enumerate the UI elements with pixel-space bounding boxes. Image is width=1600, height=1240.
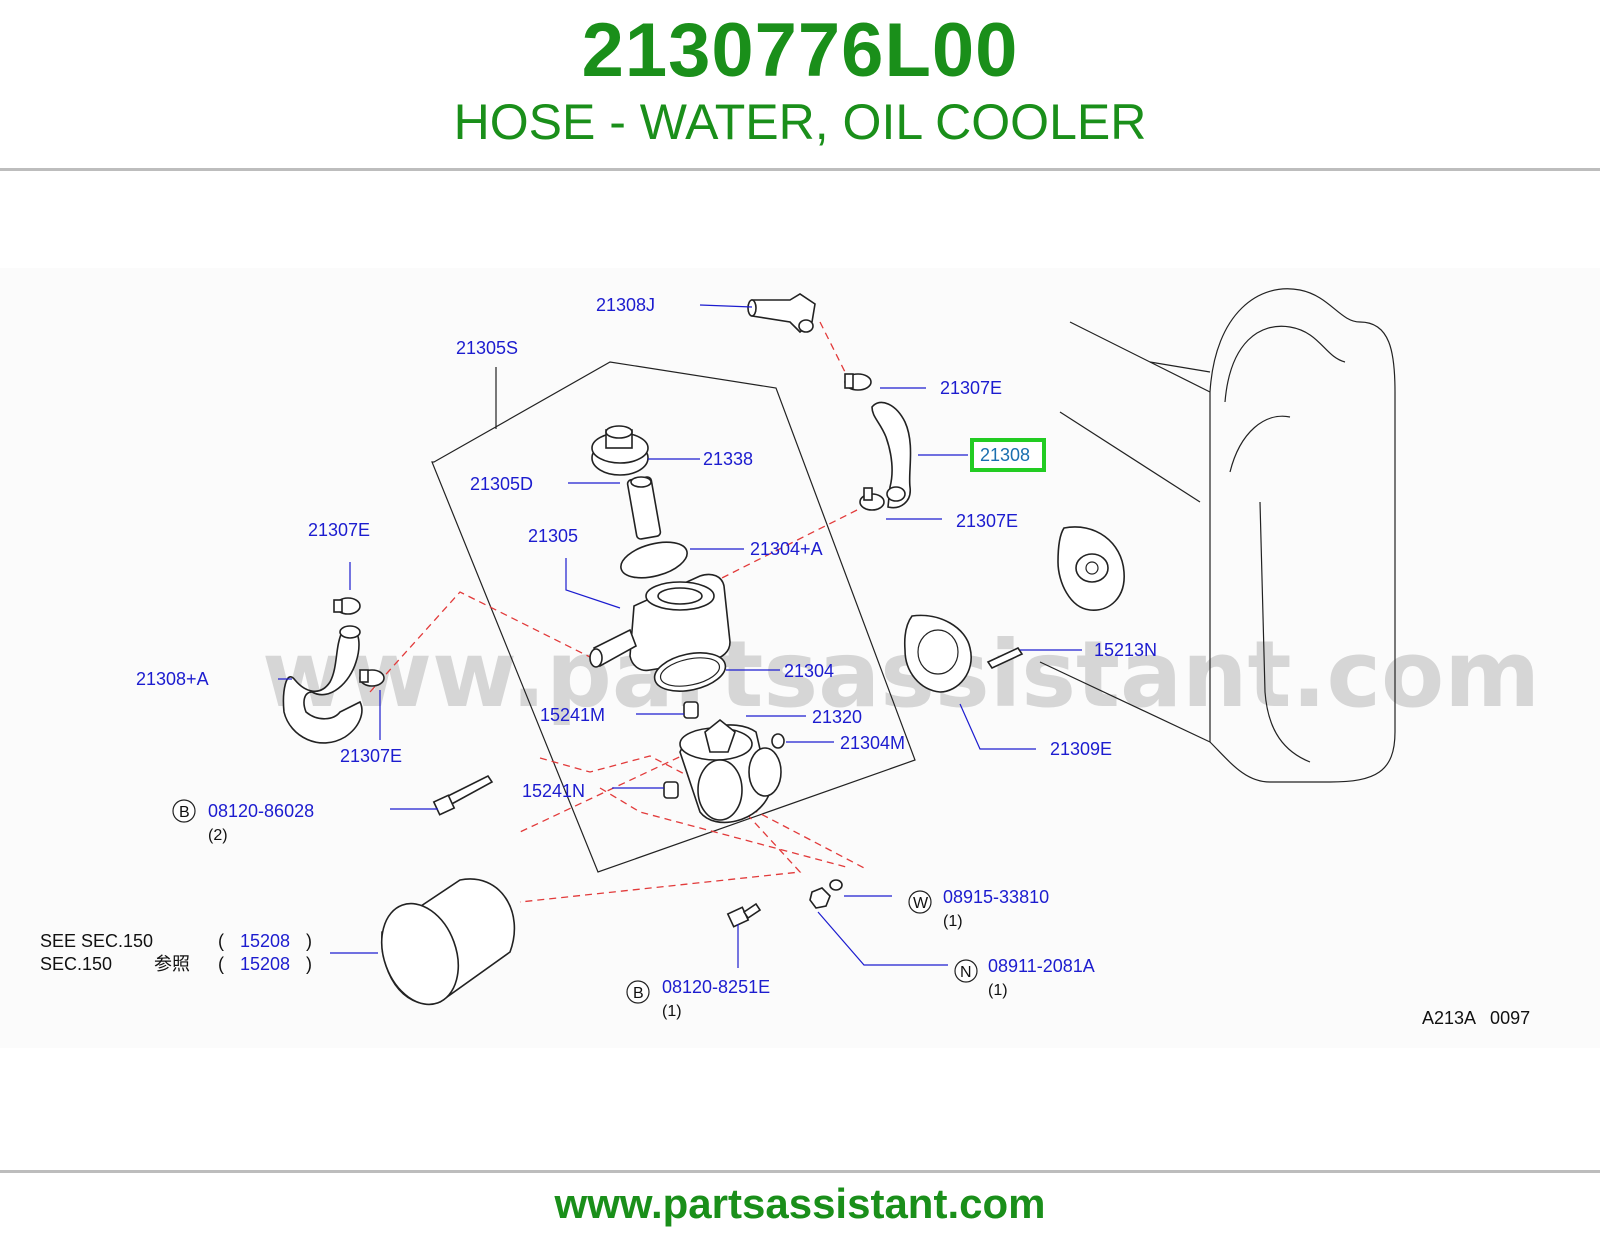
callout-21308A[interactable]: 21308+A: [136, 669, 209, 689]
part-number-title: 2130776L00: [581, 8, 1019, 93]
bushing-15241M: [683, 701, 699, 719]
o-ring-21304A: [620, 541, 688, 579]
nut-08911-2081A: [809, 887, 831, 909]
footer-url[interactable]: www.partsassistant.com: [554, 1180, 1046, 1227]
badge-n: N: [960, 964, 972, 981]
exploded-view-svg: www.partsassistant.com: [0, 268, 1600, 1048]
callout-21309E[interactable]: 21309E: [1050, 739, 1112, 759]
callout-21320[interactable]: 21320: [812, 707, 862, 727]
callout-21304M[interactable]: 21304M: [840, 733, 905, 753]
callout-08120-86028[interactable]: 08120-86028: [208, 801, 314, 821]
engine-block-outline: [1039, 288, 1396, 783]
callout-08915-33810[interactable]: 08915-33810: [943, 887, 1049, 907]
cap-21338: [591, 425, 649, 476]
callout-15241M[interactable]: 15241M: [540, 705, 605, 725]
badge-n-circle: [954, 959, 978, 983]
footer-divider: [0, 1170, 1600, 1173]
o-ring-21304: [653, 652, 727, 692]
callout-21304[interactable]: 21304: [784, 661, 834, 681]
callout-leaders: [278, 304, 1082, 968]
badge-b2-circle: [626, 980, 650, 1004]
see-note-open-paren-2: (: [218, 954, 224, 974]
clamp-21307E-left-bottom: [359, 669, 385, 687]
badge-w: W: [913, 895, 929, 912]
callout-08120-8251E[interactable]: 08120-8251E: [662, 977, 770, 997]
callout-21307E-left[interactable]: 21307E: [308, 520, 370, 540]
part-name-subtitle: HOSE - WATER, OIL COOLER: [453, 94, 1147, 150]
qty-08915-33810: (1): [943, 913, 963, 930]
housing-21320: [679, 718, 782, 824]
callout-21307E-mid[interactable]: 21307E: [956, 511, 1018, 531]
callout-21338[interactable]: 21338: [703, 449, 753, 469]
connector-21308J: [747, 293, 816, 334]
diagram-panel: [0, 268, 1600, 1048]
see-note-close-paren-1: ): [306, 931, 312, 951]
badge-w-circle: [908, 890, 932, 914]
header-divider: [0, 168, 1600, 171]
clamp-21307E-top: [844, 373, 872, 391]
see-note-ref-15208-1[interactable]: 15208: [240, 931, 290, 951]
badge-b2: B: [633, 985, 644, 1002]
see-note-line2: SEC.150: [40, 954, 112, 974]
callout-21308J[interactable]: 21308J: [596, 295, 655, 315]
qty-08120-86028: (2): [208, 827, 228, 844]
bolt-08120-86028: [432, 774, 494, 816]
badge-b: B: [179, 804, 190, 821]
see-note-close-paren-2: ): [306, 954, 312, 974]
callout-21304A[interactable]: 21304+A: [750, 539, 823, 559]
see-note-line1: SEE SEC.150: [40, 931, 153, 951]
bolt-08120-8251E: [726, 902, 762, 928]
hose-21308: [871, 401, 912, 509]
bushing-15241N: [663, 781, 679, 799]
badge-b-circle: [172, 799, 196, 823]
gasket-21309E: [903, 614, 972, 693]
stud-15213N: [986, 646, 1024, 670]
oil-cooler-21305: [589, 573, 731, 672]
callout-15241N[interactable]: 15241N: [522, 781, 585, 801]
see-note-ref-15208-2[interactable]: 15208: [240, 954, 290, 974]
assembly-frame: [431, 361, 916, 873]
see-note-open-paren-1: (: [218, 931, 224, 951]
diagram-code: A213A 0097: [1422, 1008, 1530, 1028]
callout-21305D[interactable]: 21305D: [470, 474, 533, 494]
see-note-jp: 参照: [154, 954, 190, 974]
valve-21305D: [626, 476, 662, 540]
qty-08911-2081A: (1): [988, 982, 1008, 999]
callout-08911-2081A[interactable]: 08911-2081A: [988, 956, 1095, 976]
header: 2130776L00 HOSE - WATER, OIL COOLER: [0, 0, 1600, 170]
parts-diagram: www.partsassistant.com: [0, 172, 1600, 1170]
callout-21307E-low[interactable]: 21307E: [340, 746, 402, 766]
oil-filter-15208: [380, 878, 516, 1006]
clamp-21307E-mid: [859, 487, 885, 511]
callout-21305S[interactable]: 21305S: [456, 338, 518, 358]
washer-08915-33810: [829, 879, 843, 891]
callout-21305[interactable]: 21305: [528, 526, 578, 546]
hose-21308A: [282, 625, 363, 744]
highlight-box: [970, 438, 1046, 472]
water-pump-plate: [1057, 526, 1125, 611]
callout-21307E-top[interactable]: 21307E: [940, 378, 1002, 398]
callout-21308-highlighted[interactable]: 21308: [980, 445, 1030, 465]
watermark: www.partsassistant.com: [262, 621, 1540, 728]
qty-08120-8251E: (1): [662, 1003, 682, 1020]
callout-15213N[interactable]: 15213N: [1094, 640, 1157, 660]
clamp-21307E-left-top: [333, 597, 361, 615]
o-ring-21304M: [771, 733, 785, 749]
